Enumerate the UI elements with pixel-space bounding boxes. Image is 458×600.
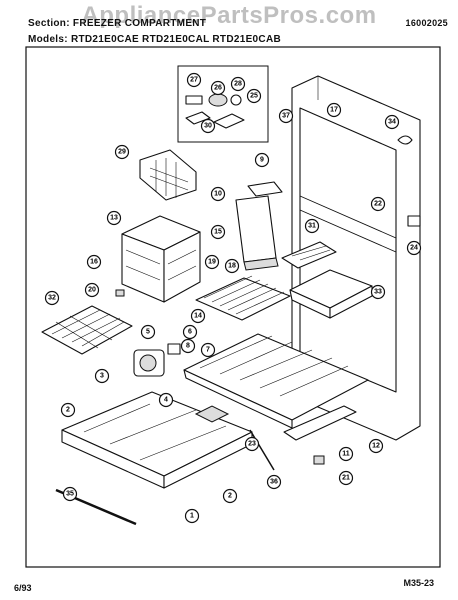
part-23-bracket xyxy=(194,405,230,423)
part-24-block xyxy=(407,215,421,227)
callout-label: 7 xyxy=(206,347,210,354)
callout-label: 37 xyxy=(282,113,290,120)
callout-label: 36 xyxy=(270,479,278,486)
callout-label: 6 xyxy=(188,329,192,336)
part-13-housing xyxy=(121,215,201,303)
part-12-glass-shelf xyxy=(183,333,369,429)
callout-label: 20 xyxy=(88,287,96,294)
watermark: AppliancePartsPros.com xyxy=(81,2,377,29)
callout-label: 33 xyxy=(374,289,382,296)
fan-assembly xyxy=(133,343,181,377)
footer-page-code: M35-23 xyxy=(403,578,434,588)
callout-label: 22 xyxy=(374,201,382,208)
part-9-10-duct xyxy=(235,181,283,271)
callout-label: 29 xyxy=(118,149,126,156)
part-18-wire-shelf xyxy=(195,275,291,321)
part-20-clip xyxy=(115,289,125,297)
callout-label: 25 xyxy=(250,93,258,100)
callout-label: 4 xyxy=(164,397,168,404)
footer-date: 6/93 xyxy=(14,583,32,593)
callout-label: 10 xyxy=(214,191,222,198)
callout-label: 2 xyxy=(66,407,70,414)
callout-label: 8 xyxy=(186,343,190,350)
callout-label: 27 xyxy=(190,77,198,84)
part-34-hinge xyxy=(397,135,413,145)
callout-label: 12 xyxy=(372,443,380,450)
part-11-panel xyxy=(283,405,357,441)
lamp-parts xyxy=(185,93,245,129)
callout-label: 14 xyxy=(194,313,202,320)
callout-label: 9 xyxy=(260,157,264,164)
section-title: Section: FREEZER COMPARTMENT xyxy=(28,18,207,29)
callout-label: 11 xyxy=(342,451,350,458)
callout-label: 15 xyxy=(214,229,222,236)
refrigerator-cabinet xyxy=(291,75,421,441)
callout-label: 34 xyxy=(388,119,396,126)
part-29-grille xyxy=(139,149,197,201)
callout-label: 19 xyxy=(208,259,216,266)
callout-label: 1 xyxy=(190,513,194,520)
callout-label: 21 xyxy=(342,475,350,482)
callout-label: 35 xyxy=(66,491,74,498)
callout-label: 23 xyxy=(248,441,256,448)
part-33-bin xyxy=(289,269,373,319)
model-list: Models: RTD21E0CAE RTD21E0CAL RTD21E0CAB xyxy=(28,34,281,45)
callout-label: 24 xyxy=(410,245,418,252)
callout-label: 28 xyxy=(234,81,242,88)
callout-label: 18 xyxy=(228,263,236,270)
callout-label: 3 xyxy=(100,373,104,380)
reference-number: 16002025 xyxy=(405,18,448,28)
callout-label: 5 xyxy=(146,329,150,336)
callout-label: 30 xyxy=(204,123,212,130)
part-21-clip xyxy=(313,455,325,465)
callout-label: 26 xyxy=(214,85,222,92)
callout-label: 17 xyxy=(330,107,338,114)
part-36-rod xyxy=(249,429,275,471)
part-32-wire-rack xyxy=(41,305,133,355)
callout-label: 16 xyxy=(90,259,98,266)
callout-label: 32 xyxy=(48,295,56,302)
diagram-frame xyxy=(25,46,441,568)
callout-label: 31 xyxy=(308,223,316,230)
part-31-ice-tray xyxy=(281,241,337,269)
callout-label: 13 xyxy=(110,215,118,222)
callout-label: 2 xyxy=(228,493,232,500)
